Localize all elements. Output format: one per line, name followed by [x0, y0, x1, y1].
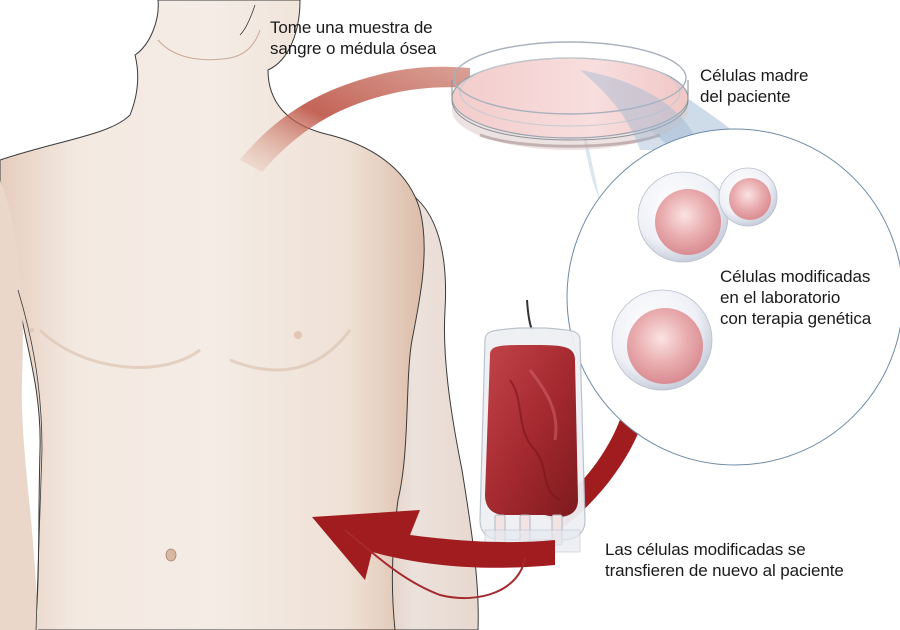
cycle-arrow-return	[312, 510, 555, 580]
step-label-transfer: Las células modificadas se transfieren d…	[605, 540, 844, 580]
magnified-cells-circle	[566, 128, 900, 466]
iv-blood-bag-icon	[479, 299, 586, 558]
cycle-arrow-top	[240, 66, 470, 172]
patient-left-arm	[0, 180, 38, 630]
step-label-sample: Tome una muestra de sangre o médula ósea	[270, 18, 437, 58]
iv-tube	[344, 529, 526, 600]
step-label-stem-cells: Células madre del paciente	[700, 66, 809, 106]
step-label-modified-cells: Células modificadas en el laboratorio co…	[720, 267, 872, 328]
petri-dish-icon	[451, 41, 700, 150]
